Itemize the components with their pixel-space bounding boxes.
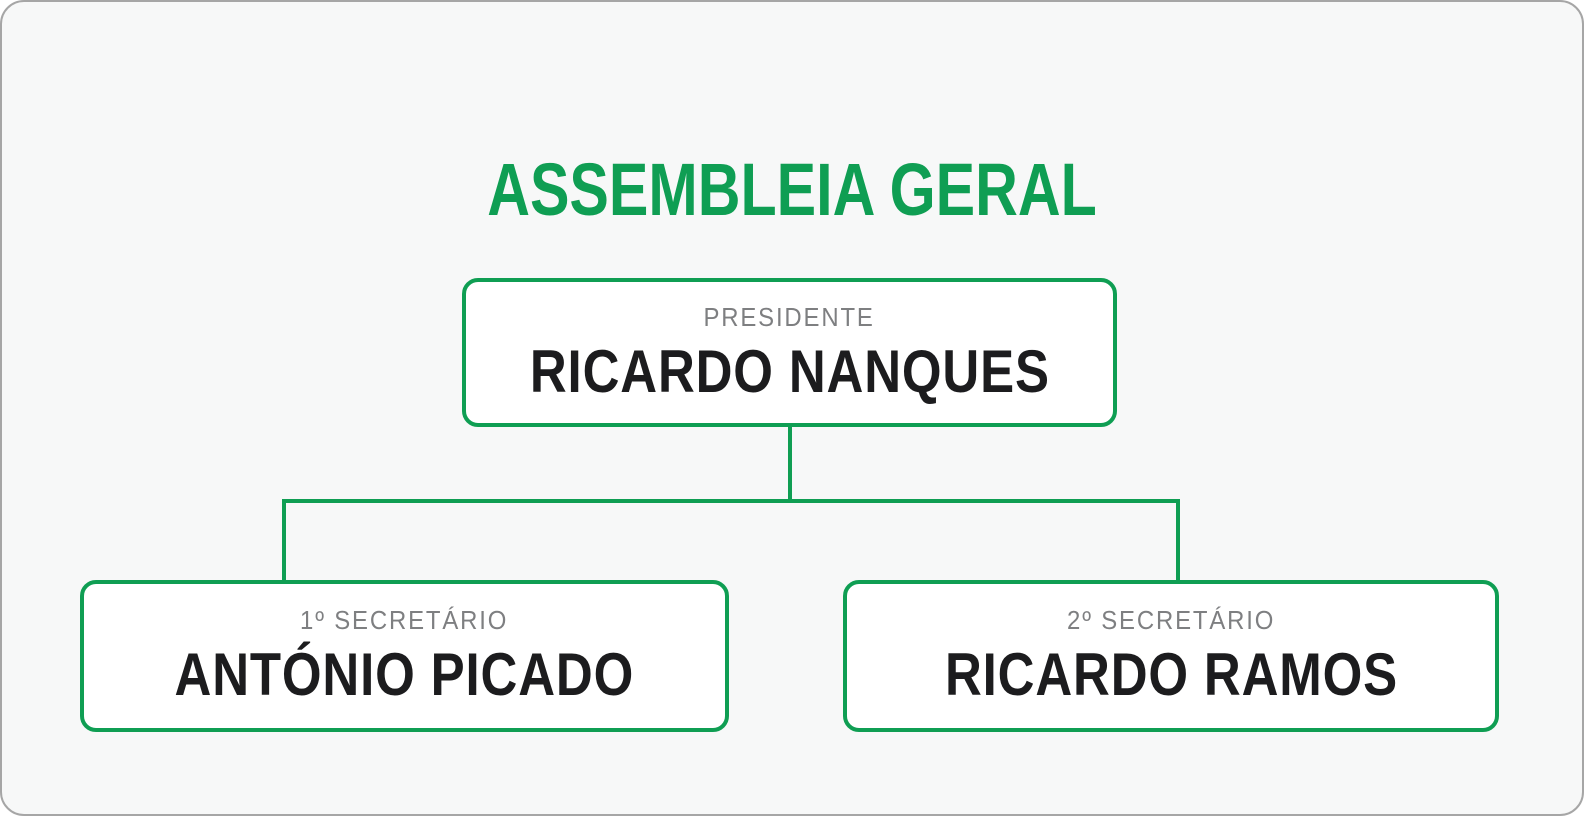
org-node-role: 2º SECRETÁRIO bbox=[1058, 607, 1284, 633]
org-node-name: RICARDO RAMOS bbox=[905, 645, 1438, 705]
org-node-secretary-1: 1º SECRETÁRIO ANTÓNIO PICADO bbox=[80, 580, 729, 732]
org-node-name: ANTÓNIO PICADO bbox=[134, 645, 675, 705]
org-node-role-text: 1º SECRETÁRIO bbox=[300, 605, 509, 635]
org-node-name-text: RICARDO RAMOS bbox=[944, 641, 1398, 708]
org-node-role-text: PRESIDENTE bbox=[703, 301, 876, 332]
org-node-name-text: ANTÓNIO PICADO bbox=[174, 641, 635, 708]
page-title: ASSEMBLEIA GERAL bbox=[2, 147, 1582, 231]
connector-president-stem bbox=[788, 427, 792, 503]
connector-drop-secretary-2 bbox=[1176, 499, 1180, 583]
org-node-role: 1º SECRETÁRIO bbox=[291, 607, 517, 633]
org-node-secretary-2: 2º SECRETÁRIO RICARDO RAMOS bbox=[843, 580, 1499, 732]
org-node-role: PRESIDENTE bbox=[696, 304, 882, 330]
connector-horizontal-bar bbox=[282, 499, 1180, 503]
org-node-role-text: 2º SECRETÁRIO bbox=[1066, 605, 1276, 635]
connector-drop-secretary-1 bbox=[282, 499, 286, 583]
page-title-text: ASSEMBLEIA GERAL bbox=[487, 147, 1097, 231]
org-node-president: PRESIDENTE RICARDO NANQUES bbox=[462, 278, 1117, 427]
org-node-name-text: RICARDO NANQUES bbox=[529, 337, 1050, 405]
org-node-name: RICARDO NANQUES bbox=[484, 337, 1096, 405]
